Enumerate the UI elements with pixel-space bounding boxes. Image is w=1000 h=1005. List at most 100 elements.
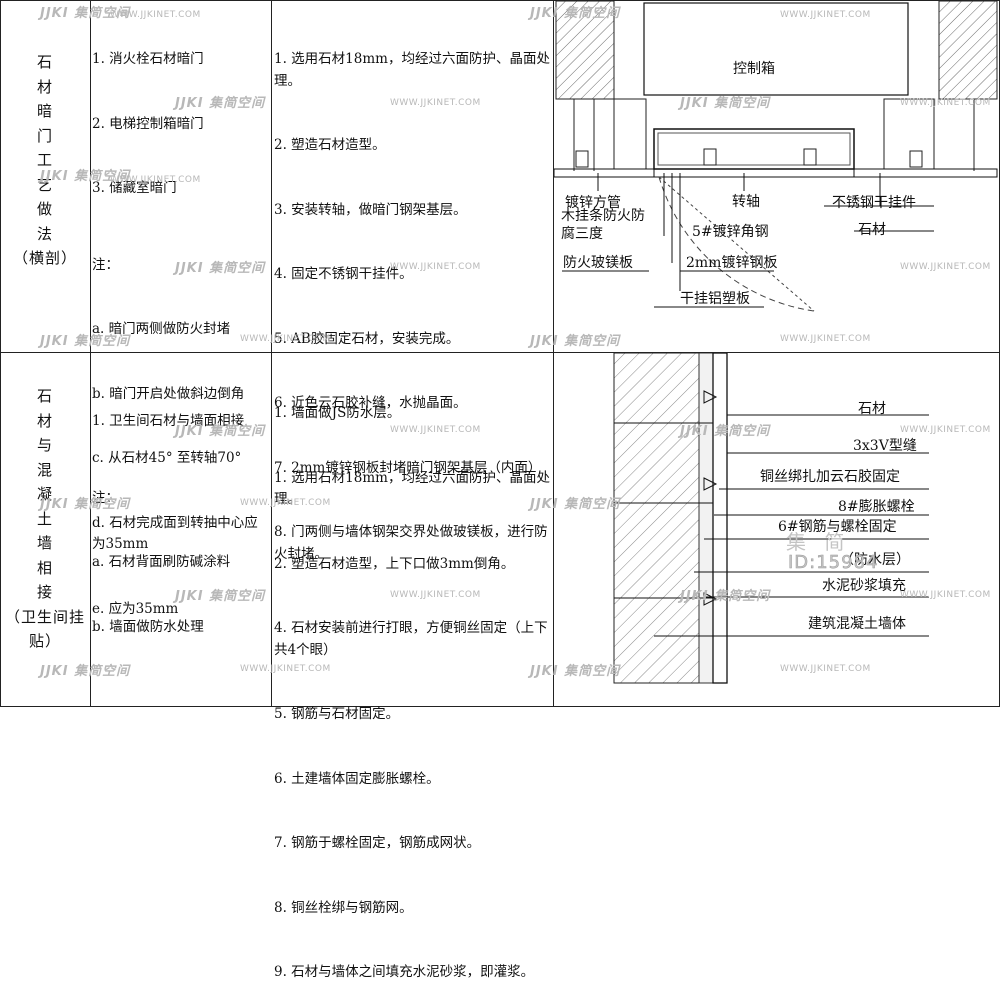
watermark-logo: JJKI 集简空间 [175,589,266,604]
watermark-url: WWW.JJKINET.COM [900,425,991,435]
left-wall-hatch [555,1,615,100]
label-pivot: 转轴 [732,194,760,210]
watermark-url: WWW.JJKINET.COM [780,334,871,344]
step-text: 4. 固定不锈钢干挂件。 [274,266,413,282]
control-box [643,2,909,96]
note-text: a. 石材背面刷防碱涂料 [92,554,231,570]
watermark-logo: JJKI 集简空间 [40,664,131,679]
row2-category: 石 材 与 混 凝 土 墙 相 接 （卫生间挂贴） [0,384,90,654]
watermark-logo: JJKI 集简空间 [40,6,131,21]
row1-steps: 1. 选用石材18mm，均经过六面防护、晶面处理。 2. 塑造石材造型。 3. … [274,6,550,587]
note-text: d. 石材完成面到转抽中心应为35mm [92,514,258,553]
notes-title: 注： [92,489,119,506]
note-text: b. 墙面做防水处理 [92,618,204,635]
watermark-url: WWW.JJKINET.COM [240,664,331,674]
row2-steps: 1. 墙面做JS防水层。 1. 选用石材18mm，均经过六面防护、晶面处理。 2… [274,360,550,1005]
category-char: 法 [36,224,53,243]
step-text: 1. 选用石材18mm，均经过六面防护、晶面处理。 [274,469,550,508]
label-control-box: 控制箱 [733,61,775,77]
door-swing-line [658,176,815,312]
watermark-logo: JJKI 集简空间 [175,424,266,439]
step-text: 2. 塑造石材造型。 [274,137,386,153]
watermark-url: WWW.JJKINET.COM [900,262,991,272]
note-text: b. 暗门开启处做斜边倒角 [92,385,245,402]
category-char: 土 [36,509,53,528]
door-frame-inner [657,132,851,166]
watermark-logo: JJKI 集简空间 [680,589,771,604]
watermark-logo: JJKI 集简空间 [530,664,621,679]
label-angle-steel: 5#镀锌角钢 [692,224,769,240]
watermark-logo: JJKI 集简空间 [680,96,771,111]
watermark-logo: JJKI 集简空间 [530,334,621,349]
stone-door [653,168,855,178]
stone-right [853,168,998,178]
row1-items: 1. 消火栓石材暗门 2. 电梯控制箱暗门 3. 储藏室暗门 注： a. 暗门两… [92,6,268,642]
category-char: 材 [36,77,53,96]
hanger [703,148,717,166]
category-char: 凝 [36,485,53,503]
watermark-url: WWW.JJKINET.COM [240,334,331,344]
anchor-mark [703,477,718,491]
column-divider [90,0,91,707]
label-waterproof: （防水层） [840,552,910,568]
step-text: 7. 2mm镀锌钢板封堵暗门钢架基层（内面） [274,459,542,476]
row2-items: 1. 卫生间石材与墙面相接 注： a. 石材背面刷防碱涂料 b. 墙面做防水处理 [92,368,268,660]
hanger [803,148,817,166]
step-text: 6. 近色云石胶补缝，水抛晶面。 [274,395,467,411]
watermark-logo: JJKI 集简空间 [175,261,266,276]
row1-category: 石 材 暗 门 工 艺 做 法 （横剖） [0,50,90,271]
wet-hang-section-drawing [613,353,929,684]
step-text: 9. 石材与墙体之间填充水泥砂浆，即灌浆。 [274,964,535,980]
step-text: 4. 石材安装前进行打眼，方便铜丝固定（上下共4个眼） [274,620,548,658]
watermark-logo: JJKI 集简空间 [175,96,266,111]
label-steel-tube: 镀锌方管 [565,195,621,211]
category-char: （横剖） [12,249,77,267]
watermark-url: WWW.JJKINET.COM [110,10,201,20]
category-char: 门 [36,126,53,145]
hidden-door-section-drawing [554,1,998,312]
label-stone: 石材 [858,222,886,238]
watermark-url: WWW.JJKINET.COM [390,262,481,272]
watermark-url: WWW.JJKINET.COM [900,98,991,108]
label-copper-wire: 铜丝绑扎加云石胶固定 [760,469,900,485]
category-char: 工 [36,151,53,169]
watermark-url: WWW.JJKINET.COM [780,10,871,20]
watermark-url: WWW.JJKINET.COM [900,590,991,600]
category-char: 石 [36,387,53,405]
watermark-url: WWW.JJKINET.COM [390,590,481,600]
step-text: 5. 钢筋与石材固定。 [274,706,400,722]
step-text: 8. 铜丝栓绑与钢筋网。 [274,899,413,916]
step-text: 6. 土建墙体固定膨胀螺栓。 [274,770,440,787]
column-divider [553,0,554,707]
anchor-mark [703,390,718,404]
step-text: 7. 钢筋于螺栓固定，钢筋成网状。 [274,835,481,851]
category-char: 墙 [36,534,53,552]
anchor-mark [703,592,718,606]
stone-panel [712,353,728,684]
label-wood-strip: 木挂条防火防腐三度 [561,208,645,242]
label-stainless-hanger: 不锈钢干挂件 [832,195,916,211]
watermark-logo: JJKI 集简空间 [530,497,621,512]
concrete-wall [613,353,700,684]
step-text: 8. 门两侧与墙体钢架交界处做玻镁板，进行防火封堵。 [274,524,548,562]
door-frame [653,128,855,170]
watermark-url: WWW.JJKINET.COM [110,175,201,185]
watermark-url: WWW.JJKINET.COM [390,98,481,108]
watermark-id: ID:15984 [788,552,879,574]
item-text: 1. 消火栓石材暗门 [92,51,204,67]
category-char: 与 [36,436,53,454]
watermark-logo: JJKI 集简空间 [40,334,131,349]
label-expansion-bolt: 8#膨胀螺栓 [838,499,915,515]
label-rebar: 6#钢筋与螺栓固定 [778,519,897,535]
category-char: 做 [36,200,53,218]
row-divider [0,352,1000,353]
watermark-logo: JJKI 集简空间 [530,6,621,21]
step-text: 1. 墙面做JS防水层。 [274,405,401,421]
category-char: 石 [36,53,53,71]
label-concrete-wall: 建筑混凝土墙体 [808,616,906,632]
watermark-logo: JJKI 集简空间 [680,424,771,439]
note-text: e. 应为35mm [92,600,179,617]
steel-tube-left [613,98,647,170]
hanger [575,150,589,168]
watermark-center-brand: 集 简 [786,530,851,554]
